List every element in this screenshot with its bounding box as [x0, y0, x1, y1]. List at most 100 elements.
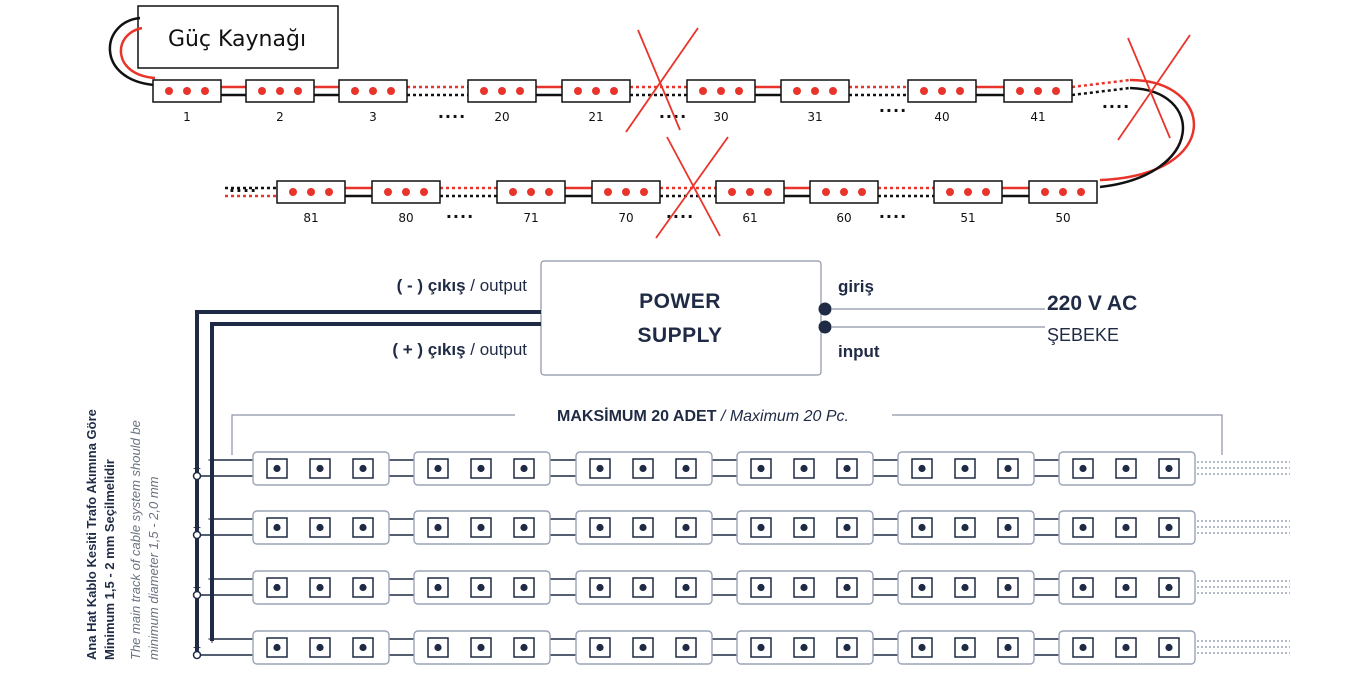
led-dot [946, 188, 954, 196]
negative-junction [192, 650, 202, 660]
led-module [736, 451, 874, 486]
module-row: +− [192, 630, 1290, 665]
side-note-line3: The main track of cable system should be [128, 420, 143, 660]
module-number: 80 [398, 211, 413, 225]
cut-mark-icon [625, 27, 699, 133]
return-red-wire [1099, 78, 1195, 182]
module-number: 3 [369, 110, 377, 124]
led-dot [258, 87, 266, 95]
led-dot [699, 87, 707, 95]
led-dot [746, 188, 754, 196]
led-dot [480, 87, 488, 95]
led-module: 60 [809, 180, 879, 225]
led-module [575, 451, 713, 486]
max-bracket-left [231, 414, 515, 455]
led-dot [545, 188, 553, 196]
ellipsis: .... [446, 203, 474, 222]
led-dot [735, 87, 743, 95]
led-dot [728, 188, 736, 196]
led-dot [527, 188, 535, 196]
led-dot [574, 87, 582, 95]
cut-mark-icon [1117, 34, 1191, 141]
led-module: 20 [467, 79, 537, 124]
led-module: 80 [371, 180, 441, 225]
led-module: 51 [933, 180, 1003, 225]
ellipsis-marks: ................................ [229, 93, 1129, 222]
module-number: 21 [588, 110, 603, 124]
module-number: 30 [713, 110, 728, 124]
max-count-label: MAKSİMUM 20 ADET / Maximum 20 Pc. [557, 407, 849, 425]
led-dot [498, 87, 506, 95]
minus-sign: − [192, 641, 201, 654]
module-row: +− [192, 451, 1290, 486]
led-dot [822, 188, 830, 196]
led-dot [1077, 188, 1085, 196]
led-module [252, 630, 390, 665]
led-module [1058, 630, 1196, 665]
led-dot [956, 87, 964, 95]
led-dot [982, 188, 990, 196]
module-number: 50 [1055, 211, 1070, 225]
module-number: 20 [494, 110, 509, 124]
output-minus-label: ( - ) çıkış / output [397, 276, 528, 295]
led-module: 40 [907, 79, 977, 124]
return-black-wire [1099, 86, 1185, 189]
led-dot [793, 87, 801, 95]
led-module [897, 570, 1035, 605]
module-number: 41 [1030, 110, 1045, 124]
led-module: 71 [496, 180, 566, 225]
led-dot [307, 188, 315, 196]
power-supply-section: POWER SUPPLY ( - ) çıkış / output ( + ) … [392, 260, 1137, 376]
led-dot [387, 87, 395, 95]
module-number: 31 [807, 110, 822, 124]
side-note-line2: Minimum 1,5 - 2 mm Seçilmelidir [102, 459, 117, 660]
led-module [413, 451, 551, 486]
led-module [897, 630, 1035, 665]
plus-sign: + [207, 572, 217, 586]
led-module [252, 570, 390, 605]
led-module [1058, 510, 1196, 545]
led-dot [717, 87, 725, 95]
led-dot [420, 188, 428, 196]
led-module: 31 [780, 79, 850, 124]
module-grid-section: MAKSİMUM 20 ADET / Maximum 20 Pc. +−+−+−… [84, 310, 1290, 665]
led-module [897, 510, 1035, 545]
row1-wires [221, 78, 1131, 97]
led-module [413, 570, 551, 605]
led-module: 70 [591, 180, 661, 225]
module-number: 40 [934, 110, 949, 124]
output-plus-label: ( + ) çıkış / output [392, 340, 527, 359]
input-terminal-n [818, 320, 832, 334]
ellipsis: .... [438, 103, 466, 122]
led-module [1058, 451, 1196, 486]
module-number: 51 [960, 211, 975, 225]
led-dot [1052, 87, 1060, 95]
led-dot [516, 87, 524, 95]
led-dot [938, 87, 946, 95]
led-module: 30 [686, 79, 756, 124]
plus-sign: + [207, 632, 217, 646]
led-module [252, 510, 390, 545]
led-dot [829, 87, 837, 95]
negative-bus [195, 310, 541, 658]
module-number: 60 [836, 211, 851, 225]
led-dot [183, 87, 191, 95]
side-note-line1: Ana Hat Kablo Kesiti Trafo Akımına Göre [84, 409, 99, 660]
led-module [1058, 570, 1196, 605]
input-label-en: input [838, 342, 880, 361]
minus-sign: − [192, 581, 201, 594]
led-dot [1041, 188, 1049, 196]
led-dot [384, 188, 392, 196]
led-module [575, 510, 713, 545]
led-module [252, 451, 390, 486]
side-note: Ana Hat Kablo Kesiti Trafo Akımına Göre … [84, 409, 161, 660]
plus-sign: + [207, 512, 217, 526]
input-label-tr: giriş [838, 277, 874, 296]
led-dot [640, 188, 648, 196]
ellipsis: .... [879, 203, 907, 222]
module-number: 71 [523, 211, 538, 225]
negative-junction [192, 590, 202, 600]
